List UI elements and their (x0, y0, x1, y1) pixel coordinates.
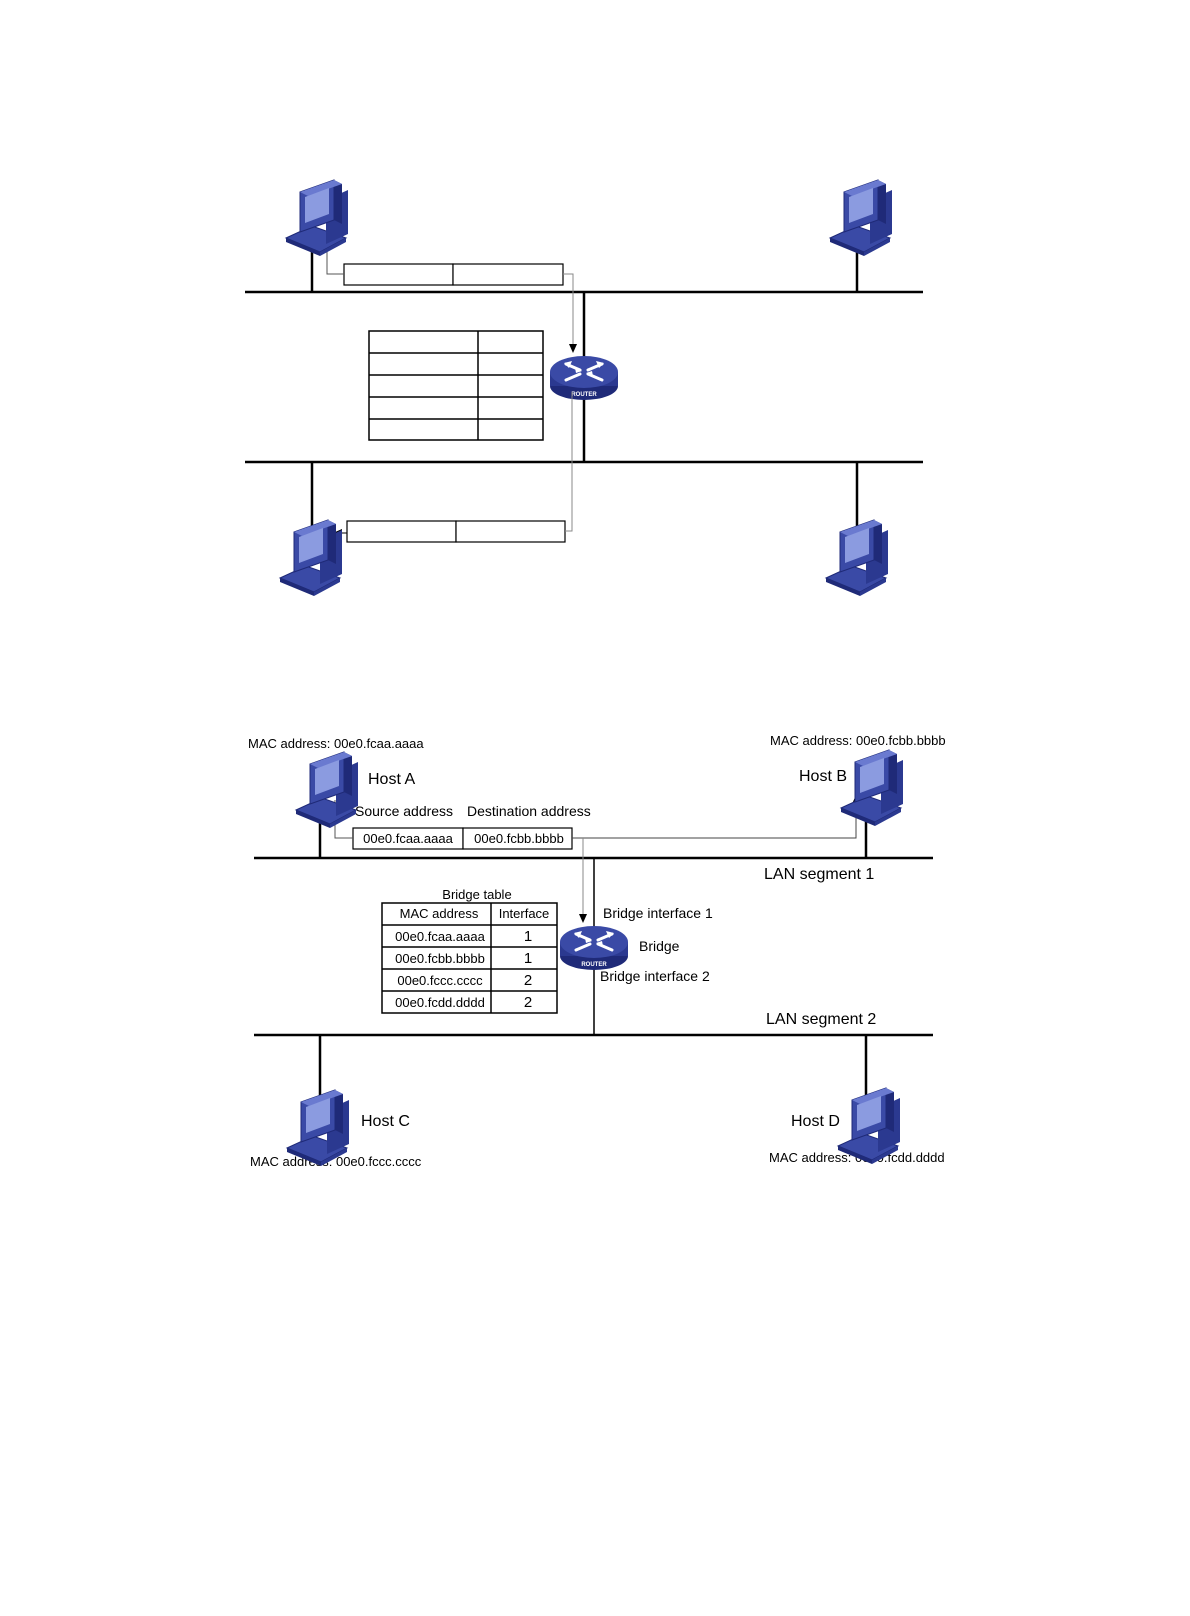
host-b-label: Host B (799, 768, 847, 785)
bridge-table-row-3-mac: 00e0.fccc.cccc (397, 973, 483, 988)
bridge-table-row-1-interface: 1 (524, 928, 532, 945)
host-b-mac-label: MAC address: 00e0.fcbb.bbbb (770, 733, 946, 748)
top-host-b-computer-icon (829, 179, 893, 257)
bridge-table-row-1-mac: 00e0.fcaa.aaaa (395, 929, 485, 944)
top-figure: ROUTER (245, 179, 923, 597)
bridge-table (381, 902, 558, 1014)
host-c-label: Host C (361, 1113, 410, 1130)
bridge-table-header-mac: MAC address (400, 906, 479, 921)
host-c-mac-label: MAC address: 00e0.fccc.cccc (250, 1154, 422, 1169)
bridge-table-row-4-interface: 2 (524, 994, 532, 1011)
bridge-interface-1-label: Bridge interface 1 (603, 905, 713, 921)
top-host-c-computer-icon (279, 519, 343, 597)
top-host-a-computer-icon (285, 179, 349, 257)
host-a-label: Host A (368, 771, 415, 788)
frame-destination-value: 00e0.fcbb.bbbb (474, 831, 564, 846)
host-d-computer-icon (837, 1087, 901, 1165)
bridge-table-title: Bridge table (442, 887, 511, 902)
bridge-label: Bridge (639, 938, 680, 954)
frame-path-to-host-b (572, 795, 860, 839)
top-frame-path-to-bridge (563, 273, 577, 353)
frame-destination-header: Destination address (467, 803, 591, 819)
top-frame-box-source (343, 263, 454, 286)
bridge-table-row-3-interface: 2 (524, 972, 532, 989)
bridge-table-row-2-interface: 1 (524, 950, 532, 967)
bridge-table-header-interface: Interface (499, 906, 550, 921)
bridge-interface-2-label: Bridge interface 2 (600, 968, 710, 984)
host-d-label: Host D (791, 1113, 840, 1130)
host-a-computer-icon (295, 751, 359, 829)
frame-source-value: 00e0.fcaa.aaaa (363, 831, 453, 846)
host-a-mac-label: MAC address: 00e0.fcaa.aaaa (248, 736, 424, 751)
top-bridge-table (368, 330, 544, 441)
bridge-table-row-4-mac: 00e0.fcdd.dddd (395, 995, 485, 1010)
bridge-router-icon: ROUTER (558, 924, 630, 972)
bridge-table-row-2-mac: 00e0.fcbb.bbbb (395, 951, 485, 966)
lan-segment-2-label: LAN segment 2 (766, 1011, 876, 1028)
top-frame-path-out (565, 392, 573, 532)
lan-segment-1-label: LAN segment 1 (764, 866, 874, 883)
host-b-computer-icon (840, 749, 904, 827)
top-frame-box-destination (452, 263, 564, 286)
bottom-figure: MAC address: 00e0.fcaa.aaaa MAC address:… (248, 733, 946, 1169)
top-host-d-computer-icon (825, 519, 889, 597)
frame-source-header: Source address (355, 803, 453, 819)
top-frame-box-2-source (346, 520, 457, 543)
host-c-computer-icon (286, 1089, 350, 1167)
top-router-caption: ROUTER (571, 392, 597, 398)
router-caption: ROUTER (581, 962, 607, 968)
top-bridge-router-icon: ROUTER (548, 354, 620, 402)
top-frame-box-2-destination (455, 520, 566, 543)
